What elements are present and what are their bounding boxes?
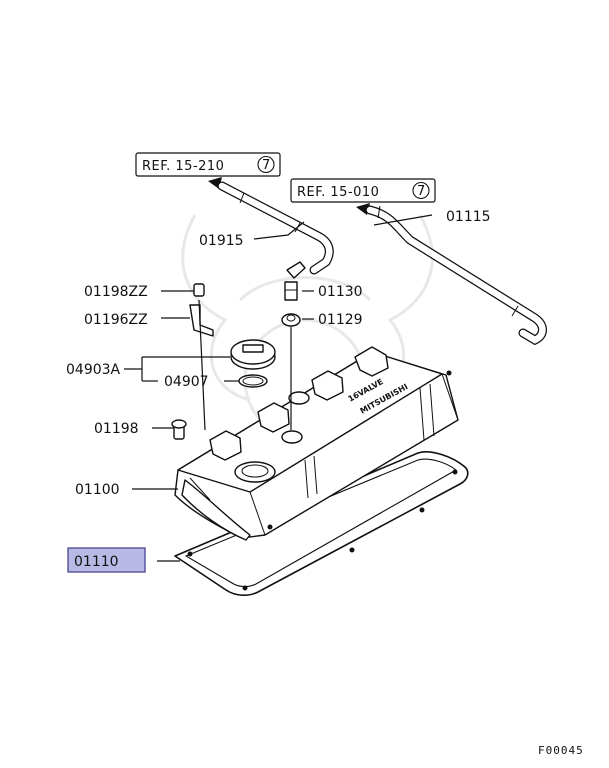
label-01115[interactable]: 01115: [446, 209, 491, 225]
reference-box-15-010[interactable]: REF. 15-010 7: [290, 178, 436, 203]
label-01198ZZ[interactable]: 01198ZZ: [84, 284, 148, 300]
pcv-valve-01130: [284, 261, 306, 301]
label-01130[interactable]: 01130: [318, 284, 363, 300]
label-01110[interactable]: 01110: [74, 554, 119, 570]
grommet-01129: [281, 313, 301, 327]
gasket-04907: [238, 374, 268, 388]
oil-filler-cap-04903A: [230, 339, 276, 370]
highlight-box: [67, 547, 146, 573]
leader-lines: [124, 214, 433, 562]
bracket-01196ZZ: [189, 304, 214, 337]
figure-code: F00045: [538, 744, 584, 757]
label-01100[interactable]: 01100: [75, 482, 120, 498]
reference-text: REF. 15-010: [297, 185, 379, 200]
reference-text: REF. 15-210: [142, 159, 224, 174]
label-01915[interactable]: 01915: [199, 233, 244, 249]
bolt-01198: [171, 419, 187, 440]
reference-box-15-210[interactable]: REF. 15-210 7: [135, 152, 281, 177]
ventilation-hose-01115: [365, 205, 547, 346]
label-01198[interactable]: 01198: [94, 421, 139, 437]
valve-cover-01100: 16VALVE MITSUBISHI: [174, 346, 459, 541]
reference-circle-number: 7: [417, 184, 426, 199]
reference-circle-number: 7: [262, 158, 271, 173]
valve-cover-gasket-01110: [174, 451, 469, 596]
label-04903A[interactable]: 04903A: [66, 362, 121, 378]
label-01196ZZ[interactable]: 01196ZZ: [84, 312, 148, 328]
label-04907[interactable]: 04907: [164, 374, 209, 390]
label-01129[interactable]: 01129: [318, 312, 363, 328]
bolt-01198ZZ: [193, 283, 205, 297]
part-labels: 01915 01115 01198ZZ 01130 01196ZZ 01129 …: [66, 209, 491, 573]
